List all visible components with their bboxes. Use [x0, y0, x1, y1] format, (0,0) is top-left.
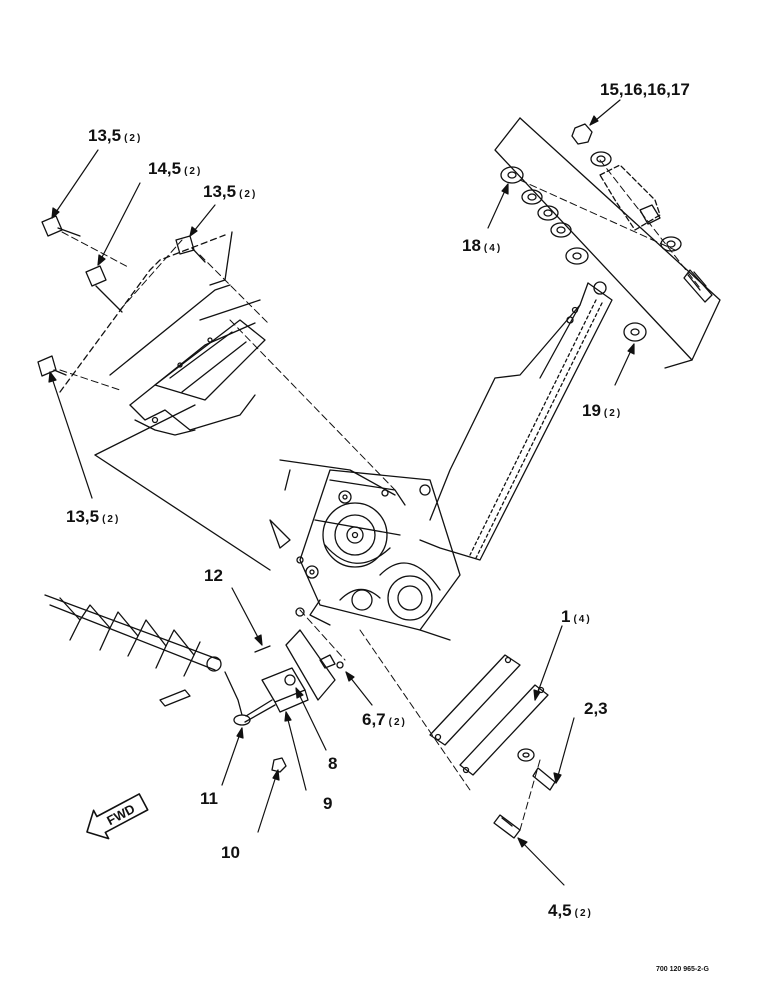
- drive-head-parts: [224, 607, 344, 773]
- drawing-code: 700 120 965-2-G: [656, 966, 709, 973]
- callout-number: 10: [221, 843, 240, 862]
- callout-number: 6,7: [362, 710, 386, 729]
- callout-13-5-mid: 13,5(2): [203, 183, 257, 200]
- callout-number: 12: [204, 566, 223, 585]
- callout-number: 18: [462, 236, 481, 255]
- callout-number: 13,5: [66, 507, 100, 526]
- upper-mounting-plate: [494, 117, 721, 369]
- callout-number: 15,16,16,17: [600, 80, 690, 99]
- left-bracket-frame: [59, 231, 396, 571]
- callout-number: 11: [200, 789, 218, 808]
- callout-9: 9: [323, 795, 332, 812]
- callout-number: 1: [561, 607, 571, 626]
- callout-18: 18(4): [462, 237, 502, 254]
- callout-number: 4,5: [548, 901, 572, 920]
- washers-group-18: [500, 166, 589, 265]
- callout-quantity: (2): [388, 717, 407, 728]
- callout-10: 10: [221, 844, 240, 861]
- callout-14-5: 14,5(2): [148, 160, 202, 177]
- callout-19: 19(2): [582, 402, 622, 419]
- washer-19: [623, 322, 647, 342]
- assembly-centerlines: [59, 159, 701, 831]
- callout-2-3: 2,3: [584, 700, 608, 717]
- leader-lines: [48, 99, 635, 886]
- callout-quantity: (4): [573, 614, 592, 625]
- callout-number: 2,3: [584, 699, 608, 718]
- callout-number: 9: [323, 794, 333, 813]
- callout-4-5: 4,5(2): [548, 902, 593, 919]
- callout-quantity: (2): [574, 908, 593, 919]
- callout-1: 1(4): [561, 608, 592, 625]
- callout-number: 14,5: [148, 159, 182, 178]
- callout-quantity: (2): [102, 514, 121, 525]
- callout-number: 13,5: [88, 126, 122, 145]
- shield-plates: [429, 654, 556, 839]
- callout-8: 8: [328, 755, 337, 772]
- callout-6-7: 6,7(2): [362, 711, 407, 728]
- callout-number: 8: [328, 754, 338, 773]
- support-arm: [419, 281, 613, 561]
- callout-13-5-top: 13,5(2): [88, 127, 142, 144]
- callout-quantity: (2): [184, 166, 203, 177]
- fwd-direction-arrow: FWD: [86, 793, 149, 840]
- callout-quantity: (2): [124, 133, 143, 144]
- callout-15-16-16-17: 15,16,16,17: [600, 81, 690, 98]
- callout-11: 11: [200, 790, 218, 807]
- sickle-cutter-bar: [44, 594, 222, 707]
- bolts-13-14: [37, 215, 206, 377]
- callout-quantity: (2): [239, 189, 258, 200]
- callout-12: 12: [204, 567, 223, 584]
- callout-quantity: (2): [603, 408, 623, 419]
- callout-quantity: (4): [483, 243, 503, 254]
- gearbox-pulley-assembly: [269, 469, 461, 641]
- callout-number: 13,5: [203, 182, 237, 201]
- callout-number: 19: [582, 401, 601, 420]
- callout-13-5-left: 13,5(2): [66, 508, 120, 525]
